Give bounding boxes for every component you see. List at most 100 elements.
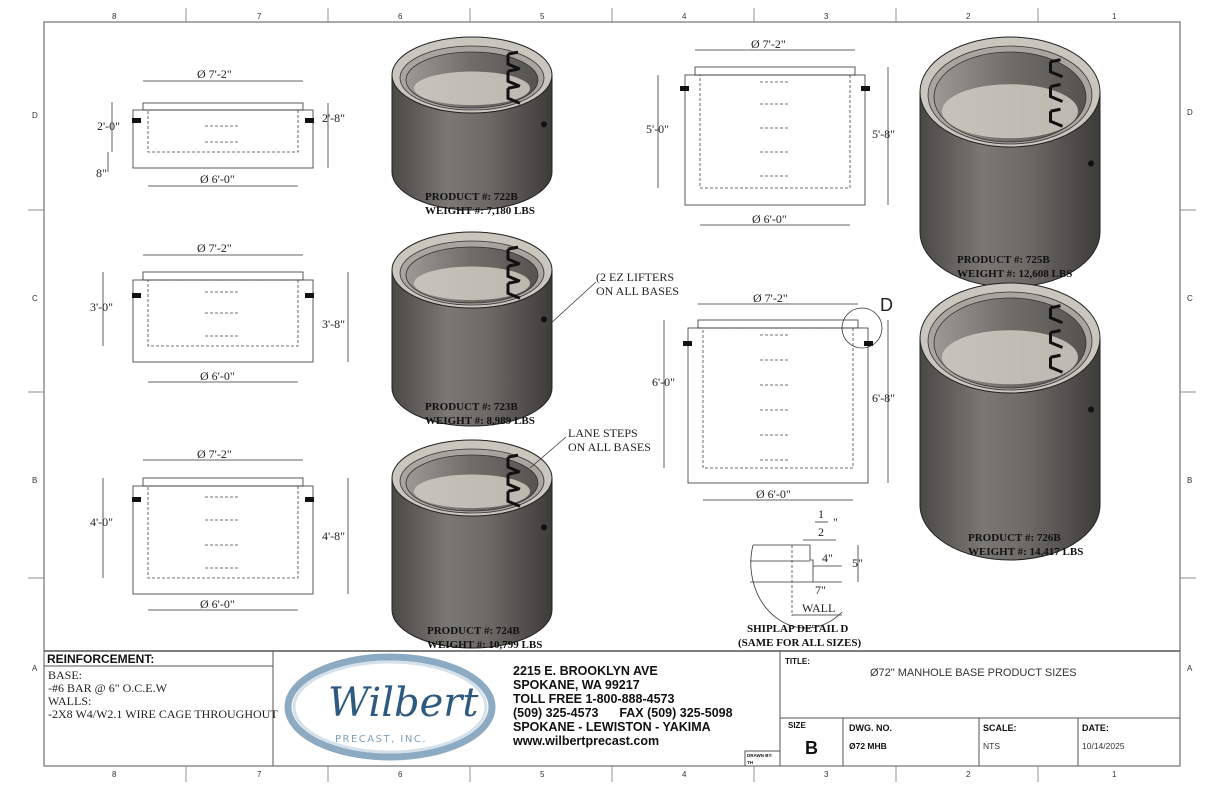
dwg-label: DWG. NO. <box>849 723 892 733</box>
lifter-icon <box>861 86 870 91</box>
inner-height-dim: 3'-0" <box>90 300 113 314</box>
zone-col: 7 <box>257 12 262 21</box>
lifter-icon <box>683 341 692 346</box>
zone-col: 4 <box>682 770 687 779</box>
lifter-icon <box>132 118 141 123</box>
bottom-diameter-dim: Ø 6'-0" <box>756 487 791 501</box>
zone-row: B <box>1187 476 1192 485</box>
lifter-icon <box>1088 160 1094 167</box>
product-number: PRODUCT #: 722B <box>425 191 518 203</box>
detail-callout-circle <box>841 307 883 349</box>
zone-col: 2 <box>966 12 971 21</box>
zone-ticks <box>28 8 1196 782</box>
lifter-icon <box>132 293 141 298</box>
lane-step-icon <box>1049 83 1064 103</box>
inner-height-dim: 5'-0" <box>646 122 669 136</box>
size-label: SIZE <box>788 721 806 730</box>
zone-col: 8 <box>112 770 117 779</box>
steps-note: ON ALL BASES <box>568 440 651 454</box>
phone-fax-line: (509) 325-4573 FAX (509) 325-5098 <box>513 706 733 720</box>
elevation-725b: Ø 7'-2" Ø 6'-0" 5'-0" 5'-8" <box>646 37 895 226</box>
website: www.wilbertprecast.com <box>512 734 659 748</box>
address-line: 2215 E. BROOKLYN AVE <box>513 664 658 678</box>
product-number: PRODUCT #: 724B <box>427 625 520 637</box>
drawn-by: TH <box>747 760 753 765</box>
lifter-icon <box>541 524 547 531</box>
top-diameter-dim: Ø 7'-2" <box>751 37 786 51</box>
lifter-icon <box>541 316 547 323</box>
bottom-diameter-dim: Ø 6'-0" <box>752 212 787 226</box>
renders-group <box>391 36 1101 649</box>
manhole-base-render <box>919 36 1101 288</box>
steps-note: LANE STEPS <box>568 426 638 440</box>
lifter-icon <box>132 497 141 502</box>
scale-label: SCALE: <box>983 723 1017 733</box>
detail-subtitle: (SAME FOR ALL SIZES) <box>738 637 862 649</box>
outer-height-dim: 3'-8" <box>322 317 345 331</box>
lane-step-icon <box>1049 58 1064 79</box>
zone-col: 3 <box>824 770 829 779</box>
zone-col: 6 <box>398 770 403 779</box>
inner-height-dim: 6'-0" <box>652 375 675 389</box>
steps-leader <box>529 436 567 469</box>
zone-row: A <box>32 664 38 673</box>
zone-labels: 8 7 6 5 4 3 2 1 8 7 6 5 4 3 2 1 D C B A … <box>32 12 1193 779</box>
logo-subtitle: PRECAST, INC. <box>335 734 427 745</box>
drawing-title: Ø72" MANHOLE BASE PRODUCT SIZES <box>870 667 1077 679</box>
render-body <box>391 269 553 427</box>
zone-col: 2 <box>966 770 971 779</box>
date-label: DATE: <box>1082 723 1109 733</box>
zone-row: A <box>1187 664 1193 673</box>
zone-row: D <box>1187 108 1193 117</box>
detail-callout-label: D <box>880 295 893 315</box>
inch-mark: " <box>833 515 838 529</box>
wall-label: WALL <box>802 601 835 615</box>
zone-col: 1 <box>1112 12 1117 21</box>
title-label: TITLE: <box>785 657 810 666</box>
top-diameter-dim: Ø 7'-2" <box>197 241 232 255</box>
manhole-base-render <box>919 282 1101 561</box>
lane-step-icon <box>506 470 521 491</box>
lane-step-icon <box>506 279 521 300</box>
lifter-icon <box>305 497 314 502</box>
elevation-722b: Ø 7'-2" Ø 6'-0" 2'-0" 2'-8" 8" <box>96 67 345 187</box>
lane-step-icon <box>1049 107 1064 128</box>
zone-row: C <box>1187 294 1193 303</box>
half-inch-denominator: 2 <box>818 525 824 539</box>
inner-height-dim: 2'-0" <box>97 119 120 133</box>
bottom-diameter-dim: Ø 6'-0" <box>200 172 235 186</box>
product-weight: WEIGHT #: 12,608 LBS <box>957 268 1072 280</box>
product-number: PRODUCT #: 723B <box>425 401 518 413</box>
zone-col: 8 <box>112 12 117 21</box>
lane-step-icon <box>506 84 521 105</box>
reinforcement-line: -#6 BAR @ 6" O.C.E.W <box>48 681 168 695</box>
shiplap-detail: 1 2 " 4" 5" 7" WALL SHIPLAP DETAIL D (SA… <box>738 507 863 649</box>
lifters-leader <box>549 281 597 325</box>
product-weight: WEIGHT #: 8,989 LBS <box>425 415 535 427</box>
lifter-icon <box>864 341 873 346</box>
product-weight: WEIGHT #: 14,417 LBS <box>968 546 1083 558</box>
zone-col: 3 <box>824 12 829 21</box>
lane-step-icon <box>1049 329 1064 349</box>
wilbert-logo: Wilbert PRECAST, INC. <box>284 653 496 761</box>
render-floor <box>414 474 530 509</box>
manhole-base-render <box>391 439 553 649</box>
address-line: SPOKANE, WA 99217 <box>513 678 640 692</box>
lane-step-icon <box>506 487 521 508</box>
render-floor <box>414 266 530 301</box>
zone-row: C <box>32 294 38 303</box>
render-floor <box>414 71 530 106</box>
reinforcement-line: -2X8 W4/W2.1 WIRE CAGE THROUGHOUT <box>48 707 278 721</box>
lane-step-icon <box>506 453 521 474</box>
render-body <box>391 74 553 211</box>
reinforcement-line: WALLS: <box>48 694 91 708</box>
scale-value: NTS <box>983 741 1000 751</box>
date-value: 10/14/2025 <box>1082 741 1125 751</box>
bottom-diameter-dim: Ø 6'-0" <box>200 369 235 383</box>
product-number: PRODUCT #: 726B <box>968 532 1061 544</box>
zone-row: B <box>32 476 37 485</box>
render-floor <box>942 84 1078 139</box>
zone-col: 4 <box>682 12 687 21</box>
render-body <box>919 337 1101 561</box>
